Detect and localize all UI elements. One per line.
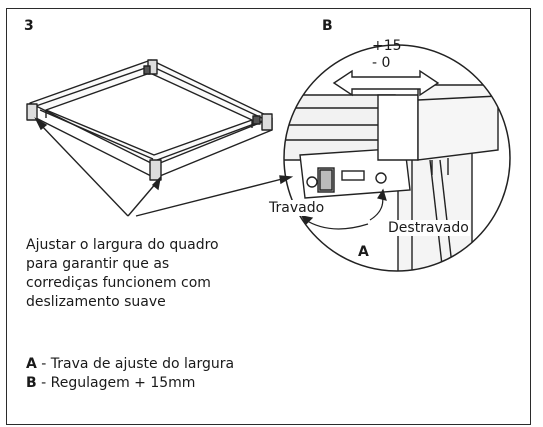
unlocked-label: Destravado [387,220,470,236]
rotation-arrows [300,188,387,230]
legend-text: - Regulagem + 15mm [36,375,196,391]
detail-circle-outline [283,44,511,272]
legend-key: B [26,375,37,391]
legend-item-a: A - Trava de ajuste do largura [26,355,234,374]
callout-a-label: A [358,244,369,260]
instruction-text: Ajustar o largura do quadro para garanti… [26,237,219,310]
step-number: 3 [24,18,34,34]
legend-item-b: B - Regulagem + 15mm [26,374,234,393]
pointer-arrows [34,117,294,217]
legend-text: - Trava de ajuste do largura [36,356,235,372]
adjust-arrow [332,69,440,97]
adjust-plus-label: +15 [372,38,402,54]
adjust-minus-label: - 0 [372,55,391,71]
legend-key: A [26,356,37,372]
page-frame [6,8,531,425]
detail-label-b: B [322,18,333,34]
drawer-frame-drawing [26,59,273,181]
locked-label: Travado [268,200,326,216]
legend: A - Trava de ajuste do largura B - Regul… [26,355,234,393]
